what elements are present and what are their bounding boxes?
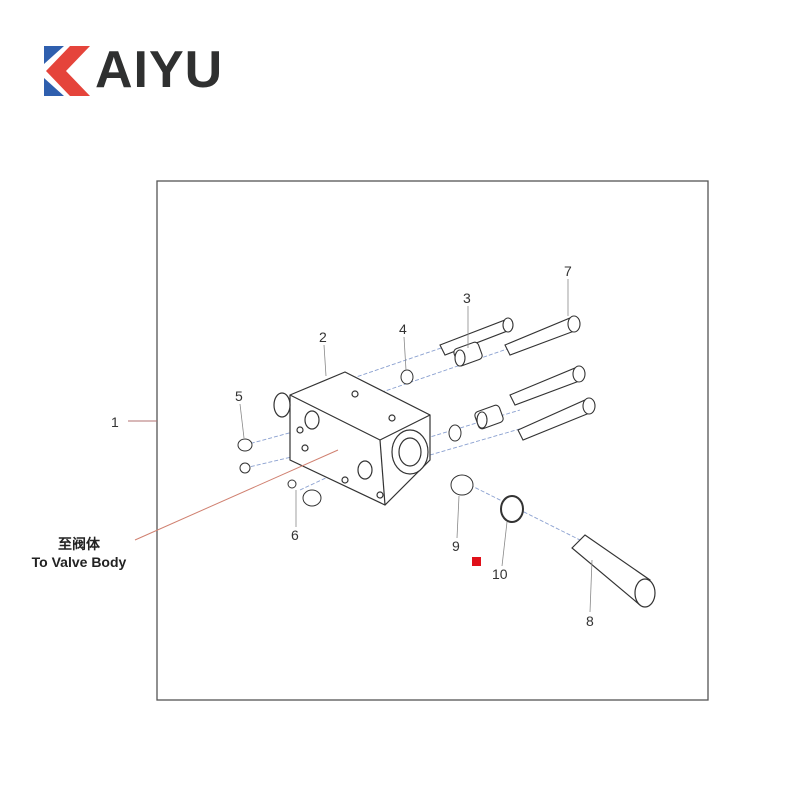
- part-label-8: 8: [586, 613, 594, 629]
- logo-text: AIYU: [95, 41, 224, 99]
- part-label-3: 3: [463, 290, 471, 306]
- valve-body-annotation: 至阀体 To Valve Body: [14, 535, 144, 571]
- annotation-english: To Valve Body: [31, 554, 127, 570]
- part-label-2: 2: [319, 329, 327, 345]
- kaiyu-logo: AIYU: [44, 41, 234, 99]
- part-label-7: 7: [564, 263, 572, 279]
- leader-lines: [239, 279, 593, 613]
- diagram-frame: [156, 180, 709, 701]
- part-4-o-ring: [400, 369, 414, 385]
- leader-to-valve-body: [134, 449, 339, 541]
- red-marker: [472, 557, 481, 566]
- part-label-1: 1: [111, 414, 119, 430]
- part-label-9: 9: [452, 538, 460, 554]
- part-number-labels: 1 2 3 4 5 6 7 8 9 10: [111, 263, 594, 629]
- part-8-handle: [571, 534, 656, 608]
- part-9-plug: [450, 474, 474, 496]
- part-label-4: 4: [399, 321, 407, 337]
- part-label-5: 5: [235, 388, 243, 404]
- annotation-chinese: 至阀体: [58, 536, 100, 552]
- part-2-valve-block: [273, 371, 431, 506]
- part-3-bolt: [439, 317, 514, 356]
- part-5-o-ring: [237, 438, 253, 452]
- part-label-6: 6: [291, 527, 299, 543]
- part-10-ring: [500, 495, 524, 523]
- o-rings: [237, 369, 524, 523]
- part-3-fittings: [453, 341, 504, 430]
- logo-k-mark-icon: [44, 46, 90, 96]
- part-7-bolts: [504, 315, 596, 441]
- part-label-10: 10: [492, 566, 508, 582]
- part-6-o-ring: [302, 489, 322, 507]
